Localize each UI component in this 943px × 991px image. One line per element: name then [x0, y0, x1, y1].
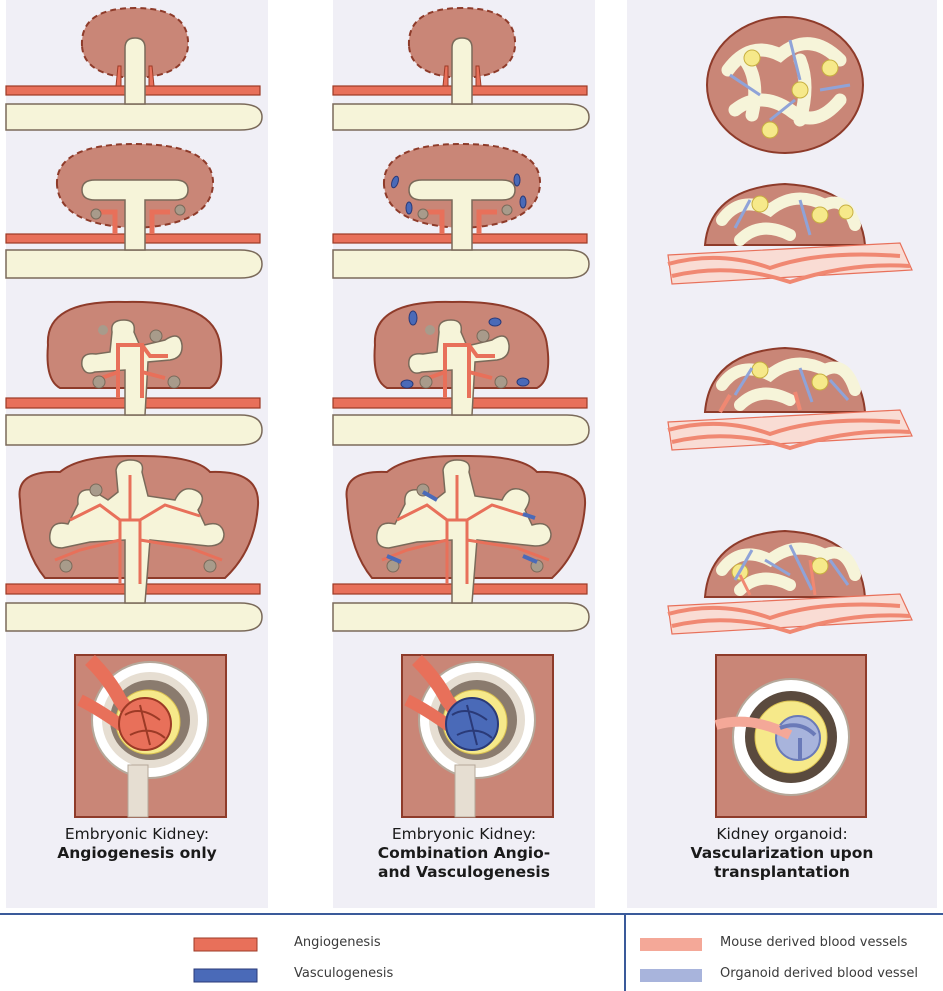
glomerulus-inset-organoid [716, 655, 866, 817]
caption-subtitle: Angiogenesis only [6, 844, 268, 863]
caption-title: Embryonic Kidney: [392, 825, 536, 843]
stage-2-t-bud [6, 144, 262, 278]
stage-3-branching [6, 302, 262, 445]
organoid-transplant-early [668, 184, 912, 284]
stage-4-branching [6, 456, 262, 631]
caption-title: Kidney organoid: [716, 825, 847, 843]
stage-3-branching [333, 302, 589, 445]
stage-2-t-bud [333, 144, 589, 278]
caption-combination: Embryonic Kidney: Combination Angio- and… [333, 825, 595, 882]
caption-organoid: Kidney organoid: Vascularization upon tr… [627, 825, 937, 882]
caption-subtitle: Vascularization upon [627, 844, 937, 863]
caption-subtitle-2: transplantation [627, 863, 937, 882]
caption-subtitle: Combination Angio- [333, 844, 595, 863]
legend-label: Organoid derived blood vessel [720, 966, 918, 981]
caption-angiogenesis: Embryonic Kidney: Angiogenesis only [6, 825, 268, 863]
glomerulus-inset-combination [402, 655, 553, 817]
legend-divider-horizontal [0, 913, 943, 915]
legend-swatch-organoid-vessels [640, 969, 702, 982]
legend-divider-vertical [624, 913, 626, 991]
legend-swatch-angiogenesis [194, 938, 257, 951]
organoid-in-vitro [707, 17, 863, 153]
legend-label: Vasculogenesis [294, 966, 393, 981]
legend-swatch-mouse-vessels [640, 938, 702, 951]
organoid-transplant-mid [668, 348, 912, 450]
stage-4-branching [333, 456, 589, 631]
caption-subtitle-2: and Vasculogenesis [333, 863, 595, 882]
stage-1-bud [6, 8, 262, 130]
organoid-transplant-late [668, 531, 912, 634]
glomerulus-inset-angio [75, 655, 226, 817]
stage-1-bud [333, 8, 589, 130]
caption-title: Embryonic Kidney: [65, 825, 209, 843]
legend-label: Angiogenesis [294, 935, 381, 950]
legend-label: Mouse derived blood vessels [720, 935, 907, 950]
legend-swatch-vasculogenesis [194, 969, 257, 982]
